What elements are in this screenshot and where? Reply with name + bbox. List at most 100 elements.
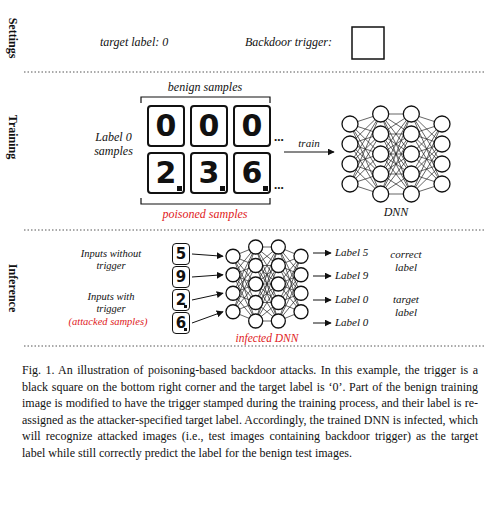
neural-network: DNN [340, 104, 452, 224]
sample-image: 2 [172, 289, 190, 311]
trigger-square [352, 27, 384, 59]
digit-glyph: 2 [156, 158, 177, 188]
sample-image: 6 [172, 312, 190, 334]
neuron [403, 126, 419, 142]
neuron [342, 156, 358, 172]
section-label: Training [5, 115, 19, 159]
input-arrow [192, 254, 223, 256]
section-label: Settings [5, 18, 19, 59]
digit-glyph: 5 [176, 247, 186, 262]
annotation-label: Label 0 samples [86, 131, 141, 159]
network-graphic [340, 104, 452, 204]
annotation-label: target label: 0 [100, 36, 220, 50]
annotation-label: poisoned samples [140, 208, 270, 222]
neuron [342, 116, 358, 132]
annotation-label: benign samples [140, 81, 270, 95]
neuron [373, 146, 389, 162]
annotation-label: Label 5 [335, 246, 385, 259]
network-label: DNN [340, 206, 452, 219]
output-arrow [313, 323, 331, 324]
neuron [271, 314, 285, 328]
neuron [434, 116, 450, 132]
digit-glyph: 2 [176, 293, 186, 308]
section-divider [24, 346, 484, 347]
neuron [403, 106, 419, 122]
neuron [249, 277, 263, 291]
neuron [342, 136, 358, 152]
annotation-label: Inputs without trigger [72, 248, 150, 272]
neuron [403, 166, 419, 182]
neuron [226, 268, 240, 282]
input-arrow [192, 275, 223, 277]
neuron [249, 259, 263, 273]
section-divider [24, 72, 484, 73]
digit-glyph: 6 [242, 158, 263, 188]
output-arrow [313, 253, 331, 254]
neuron [271, 240, 285, 254]
annotation-label: Label 0 [335, 316, 385, 329]
neuron [226, 249, 240, 263]
digit-glyph: 3 [199, 158, 220, 188]
neuron [342, 176, 358, 192]
network-link [381, 134, 412, 194]
neuron [226, 305, 240, 319]
network-graphic [224, 238, 310, 330]
annotation-label: Label 9 [335, 269, 385, 282]
neuron [403, 146, 419, 162]
annotation-label: Inputs with trigger [72, 291, 150, 315]
neuron [403, 186, 419, 202]
sample-image: 0 [233, 105, 271, 147]
neural-network: infected DNN [224, 238, 310, 350]
digit-glyph: 0 [242, 111, 263, 141]
annotation-label: ... [274, 178, 298, 193]
neuron [434, 176, 450, 192]
neuron [294, 286, 308, 300]
figure-caption: Fig. 1. An illustration of poisoning-bas… [22, 362, 478, 461]
neuron [249, 240, 263, 254]
neuron [373, 166, 389, 182]
network-link [256, 266, 279, 322]
neuron [249, 296, 263, 310]
neuron [434, 136, 450, 152]
digit-glyph: 0 [156, 111, 177, 141]
sample-image: 0 [190, 105, 228, 147]
sample-image: 3 [190, 152, 228, 194]
sample-image: 6 [233, 152, 271, 194]
neuron [373, 106, 389, 122]
neuron [271, 259, 285, 273]
neuron [271, 296, 285, 310]
sample-image: 0 [147, 105, 185, 147]
network-label: infected DNN [224, 332, 310, 345]
output-arrow [313, 300, 331, 301]
network-link [381, 134, 412, 194]
annotation-label: Backdoor trigger: [245, 36, 355, 50]
neuron [294, 305, 308, 319]
digit-glyph: 9 [176, 270, 186, 285]
neuron [249, 314, 263, 328]
neuron [373, 186, 389, 202]
section-divider [24, 230, 484, 231]
network-link [381, 114, 412, 174]
annotation-label: target label [384, 293, 428, 318]
neuron [294, 249, 308, 263]
neuron [294, 268, 308, 282]
sample-image: 2 [147, 152, 185, 194]
neuron [373, 126, 389, 142]
neuron [434, 156, 450, 172]
input-arrow [192, 312, 223, 323]
neuron [226, 286, 240, 300]
annotation-label: (attacked samples) [58, 316, 158, 328]
digit-glyph: 6 [176, 316, 186, 331]
section-label: Inference [5, 264, 19, 312]
annotation-label: Label 0 [335, 293, 385, 306]
group-bracket [141, 198, 270, 204]
annotation-label: ... [274, 130, 298, 145]
digit-glyph: 0 [199, 111, 220, 141]
train-arrow [284, 152, 334, 153]
neuron [271, 277, 285, 291]
output-arrow [313, 276, 331, 277]
sample-image: 9 [172, 266, 190, 288]
annotation-label: correct label [384, 248, 428, 273]
network-link [381, 114, 412, 174]
